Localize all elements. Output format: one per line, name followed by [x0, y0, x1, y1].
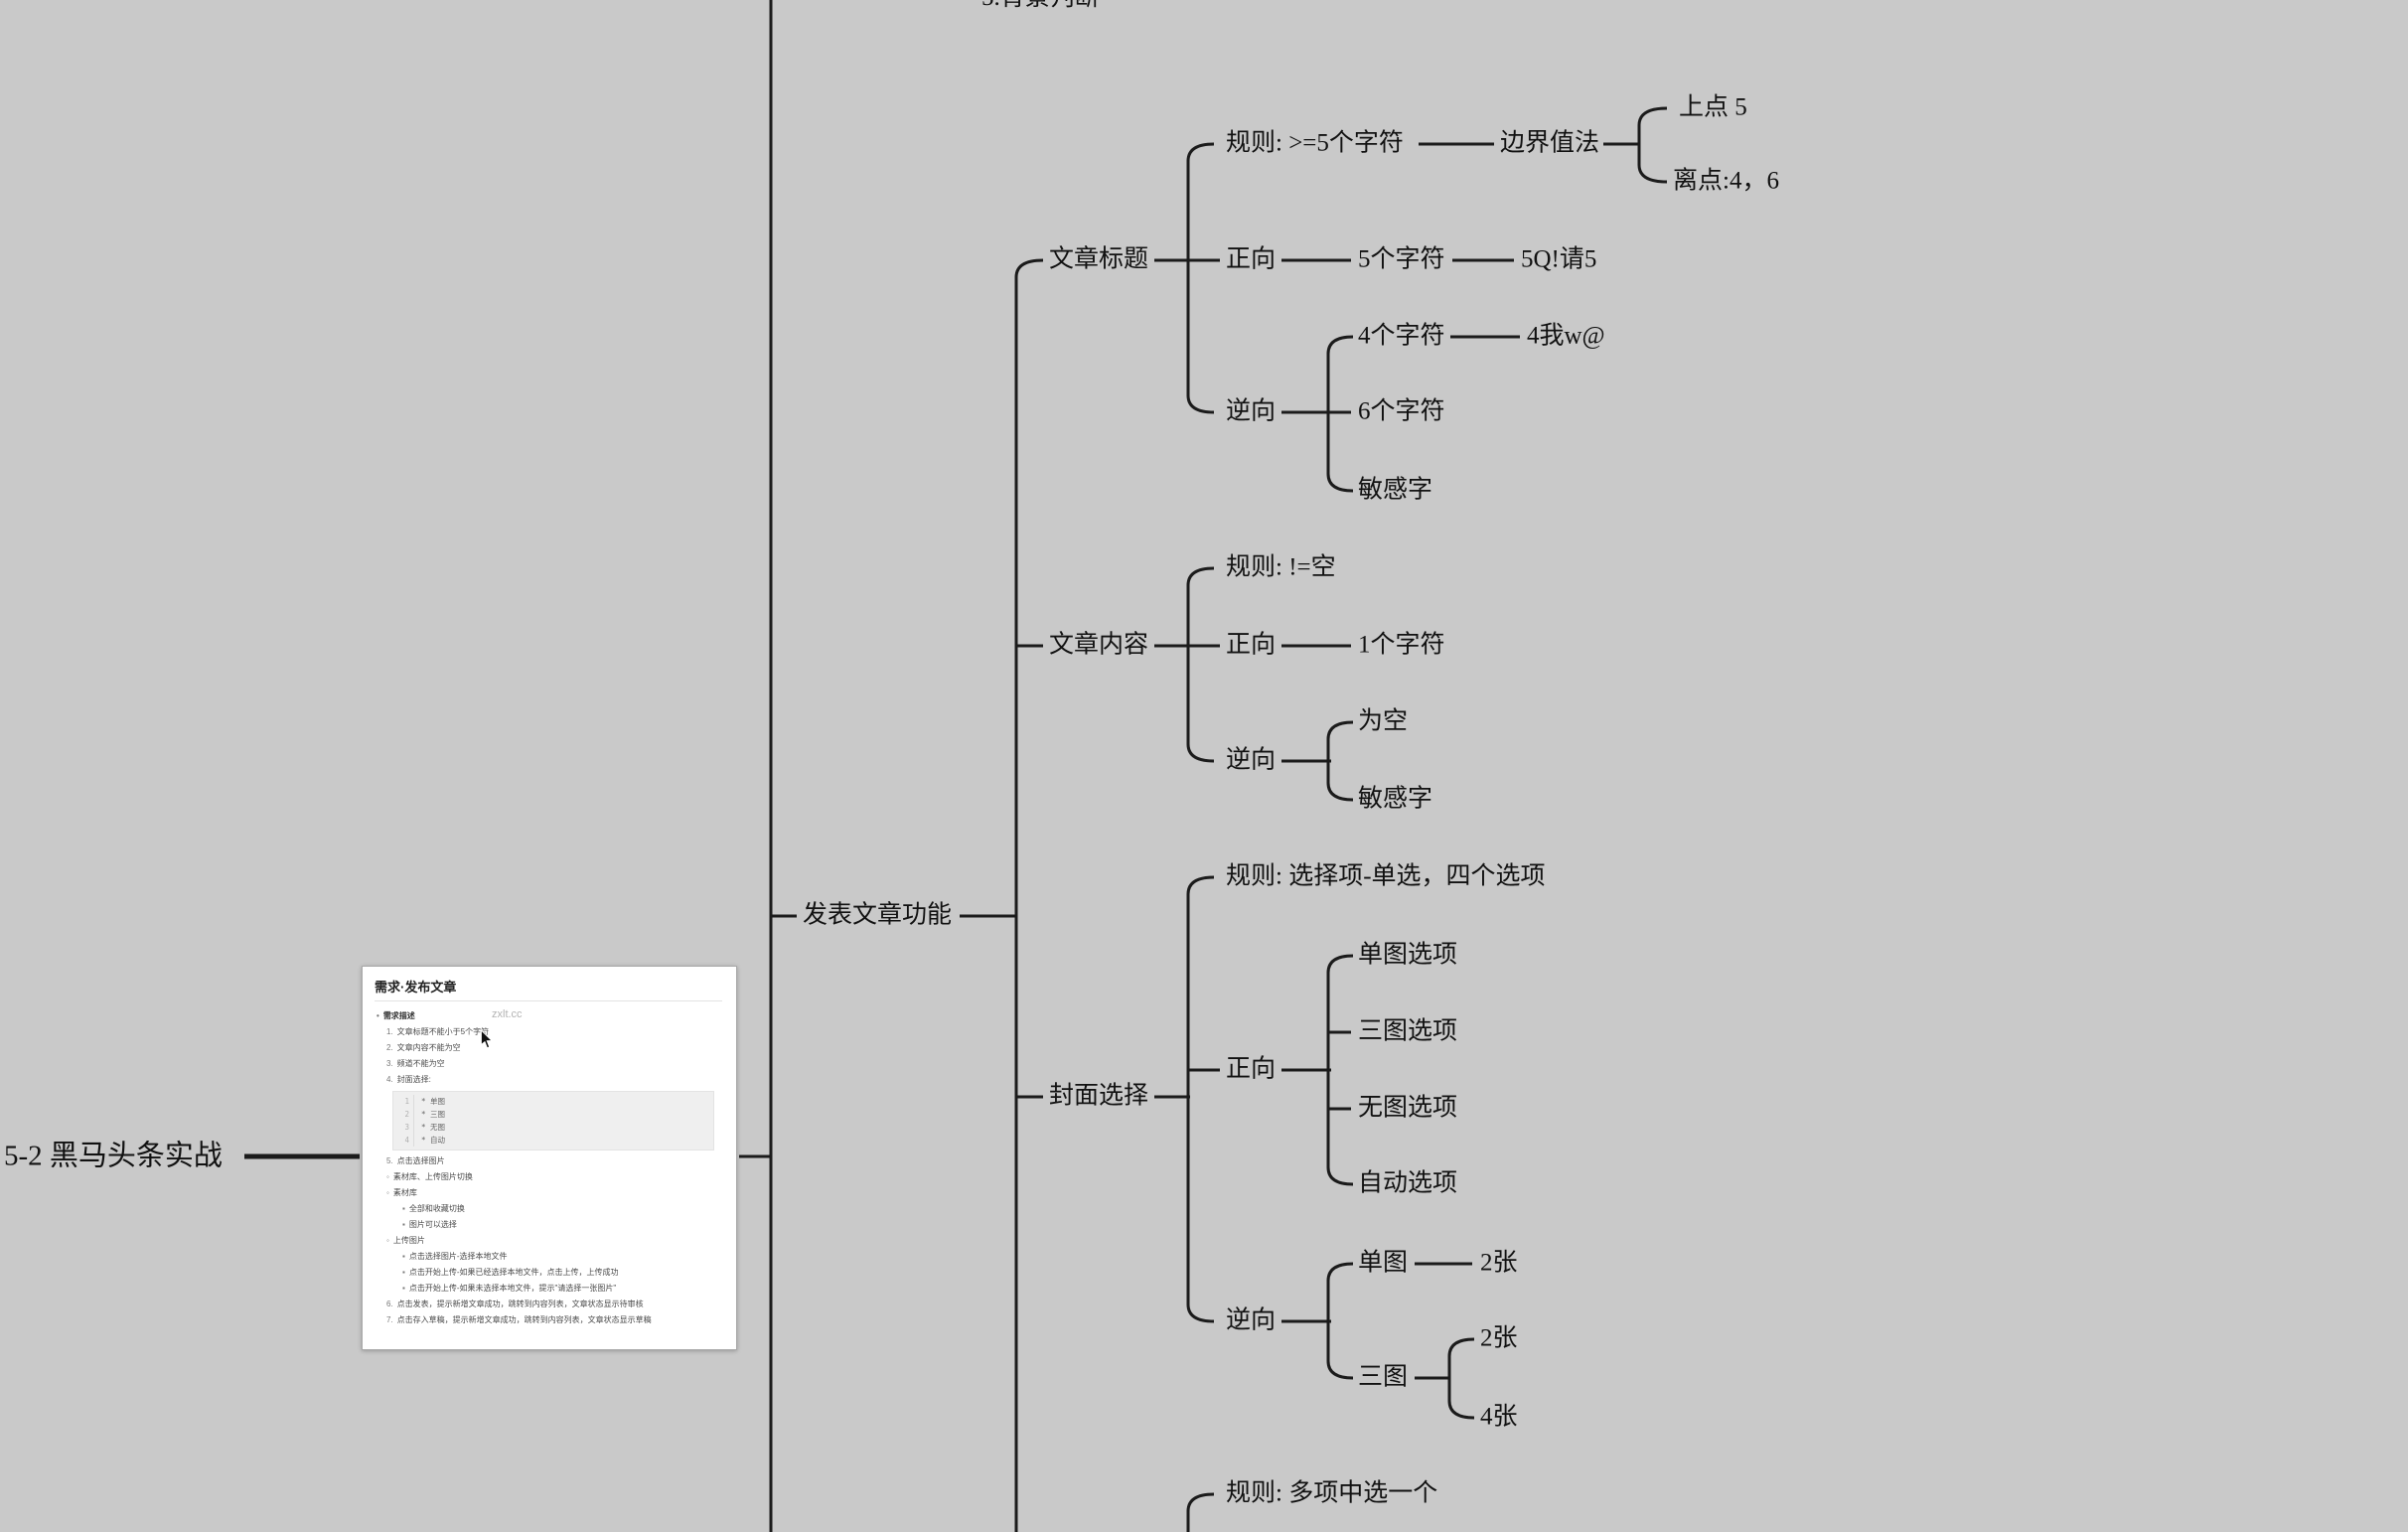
- topic-content-rule[interactable]: 规则: !=空: [1226, 553, 1336, 581]
- topic-content-pos-case[interactable]: 1个字符: [1358, 631, 1445, 659]
- mouse-cursor-icon: [481, 1030, 494, 1049]
- topic-publish-feature[interactable]: 发表文章功能: [803, 901, 953, 929]
- topic-content-neg-empty[interactable]: 为空: [1358, 707, 1409, 735]
- topic-channel-rule[interactable]: 规则: 多项中选一个: [1226, 1479, 1438, 1507]
- topic-cover-none-option[interactable]: 无图选项: [1358, 1094, 1458, 1122]
- topic-title-positive[interactable]: 正向: [1226, 245, 1277, 273]
- topic-cover-auto-option[interactable]: 自动选项: [1358, 1169, 1458, 1197]
- doc-line: 7.点击存入草稿，提示新增文章成功，跳转到内容列表，文章状态显示草稿: [386, 1315, 652, 1324]
- cover-option-row: 4* 自动: [399, 1134, 707, 1147]
- doc-line: ◦上传图片: [386, 1236, 425, 1245]
- doc-line: ▪点击开始上传-如果已经选择本地文件，点击上传，上传成功: [402, 1268, 619, 1277]
- topic-cover-neg-three-4[interactable]: 4张: [1480, 1403, 1518, 1431]
- doc-line: ▪图片可以选择: [402, 1220, 457, 1229]
- topic-cover-rule[interactable]: 规则: 选择项-单选，四个选项: [1226, 862, 1546, 890]
- topic-title-neg-4chars[interactable]: 4个字符: [1358, 322, 1445, 350]
- topic-cover-single-option[interactable]: 单图选项: [1358, 941, 1458, 969]
- requirements-image-node[interactable]: 需求·发布文章 zxlt.cc •需求描述 1.文章标题不能小于5个字符 2.文章内…: [362, 966, 737, 1350]
- topic-content-positive[interactable]: 正向: [1226, 631, 1277, 659]
- doc-line: ◦素材库: [386, 1188, 417, 1197]
- topic-cover-negative[interactable]: 逆向: [1226, 1306, 1277, 1334]
- topic-content-negative[interactable]: 逆向: [1226, 746, 1277, 774]
- doc-line: 2.文章内容不能为空: [386, 1043, 461, 1052]
- doc-line: 1.文章标题不能小于5个字符: [386, 1027, 490, 1036]
- topic-article-title[interactable]: 文章标题: [1049, 245, 1149, 273]
- topic-cover-select[interactable]: 封面选择: [1049, 1082, 1149, 1110]
- doc-line: ▪点击选择图片-选择本地文件: [402, 1252, 508, 1261]
- topic-cover-neg-single-count[interactable]: 2张: [1480, 1249, 1518, 1277]
- topic-cover-three-option[interactable]: 三图选项: [1358, 1017, 1458, 1045]
- topic-cover-neg-three-2[interactable]: 2张: [1480, 1324, 1518, 1352]
- topic-article-content[interactable]: 文章内容: [1049, 631, 1149, 659]
- doc-line: 4.封面选择:: [386, 1075, 431, 1084]
- cover-option-row: 3* 无图: [399, 1121, 707, 1134]
- topic-title-pos-case[interactable]: 5个字符: [1358, 245, 1445, 273]
- topic-title-rule[interactable]: 规则: >=5个字符: [1226, 129, 1404, 157]
- doc-line: ▪全部和收藏切换: [402, 1204, 465, 1213]
- doc-line: •需求描述: [376, 1011, 415, 1020]
- topic-cover-neg-three[interactable]: 三图: [1358, 1363, 1409, 1391]
- doc-line: 5.点击选择图片: [386, 1156, 445, 1165]
- root-topic[interactable]: 5-2 黑马头条实战: [4, 1140, 223, 1172]
- topic-title-pos-data[interactable]: 5Q!请5: [1521, 245, 1597, 273]
- doc-line: ◦素材库、上传图片切换: [386, 1172, 473, 1181]
- topic-title-neg-4chars-data[interactable]: 4我w@: [1527, 322, 1605, 350]
- topic-top-partial[interactable]: 5.背景判断: [981, 0, 1100, 13]
- topic-title-neg-6chars[interactable]: 6个字符: [1358, 397, 1445, 425]
- doc-lines-bottom: 5.点击选择图片 ◦素材库、上传图片切换 ◦素材库 ▪全部和收藏切换 ▪图片可以选择 ◦上…: [375, 1153, 722, 1328]
- doc-line: 6.点击发表，提示新增文章成功，跳转到内容列表，文章状态显示待审核: [386, 1300, 644, 1308]
- doc-watermark: zxlt.cc: [492, 1008, 523, 1020]
- doc-lines-top: •需求描述 1.文章标题不能小于5个字符 2.文章内容不能为空 3.频道不能为空 4.封…: [375, 1008, 722, 1088]
- topic-content-neg-sensitive[interactable]: 敏感字: [1358, 785, 1433, 813]
- doc-title: 需求·发布文章: [375, 977, 722, 1001]
- topic-boundary-method[interactable]: 边界值法: [1500, 129, 1600, 157]
- topic-on-point[interactable]: 上点 5: [1679, 93, 1747, 121]
- topic-title-neg-sensitive[interactable]: 敏感字: [1358, 476, 1433, 504]
- topic-off-point[interactable]: 离点:4，6: [1673, 167, 1779, 195]
- cover-option-row: 1* 单图: [399, 1095, 707, 1108]
- doc-line: 3.频道不能为空: [386, 1059, 445, 1068]
- topic-cover-neg-single[interactable]: 单图: [1358, 1249, 1409, 1277]
- topic-cover-positive[interactable]: 正向: [1226, 1055, 1277, 1083]
- topic-title-negative[interactable]: 逆向: [1226, 397, 1277, 425]
- cover-option-row: 2* 三图: [399, 1108, 707, 1121]
- doc-line: ▪点击开始上传-如果未选择本地文件，提示"请选择一张图片": [402, 1284, 617, 1293]
